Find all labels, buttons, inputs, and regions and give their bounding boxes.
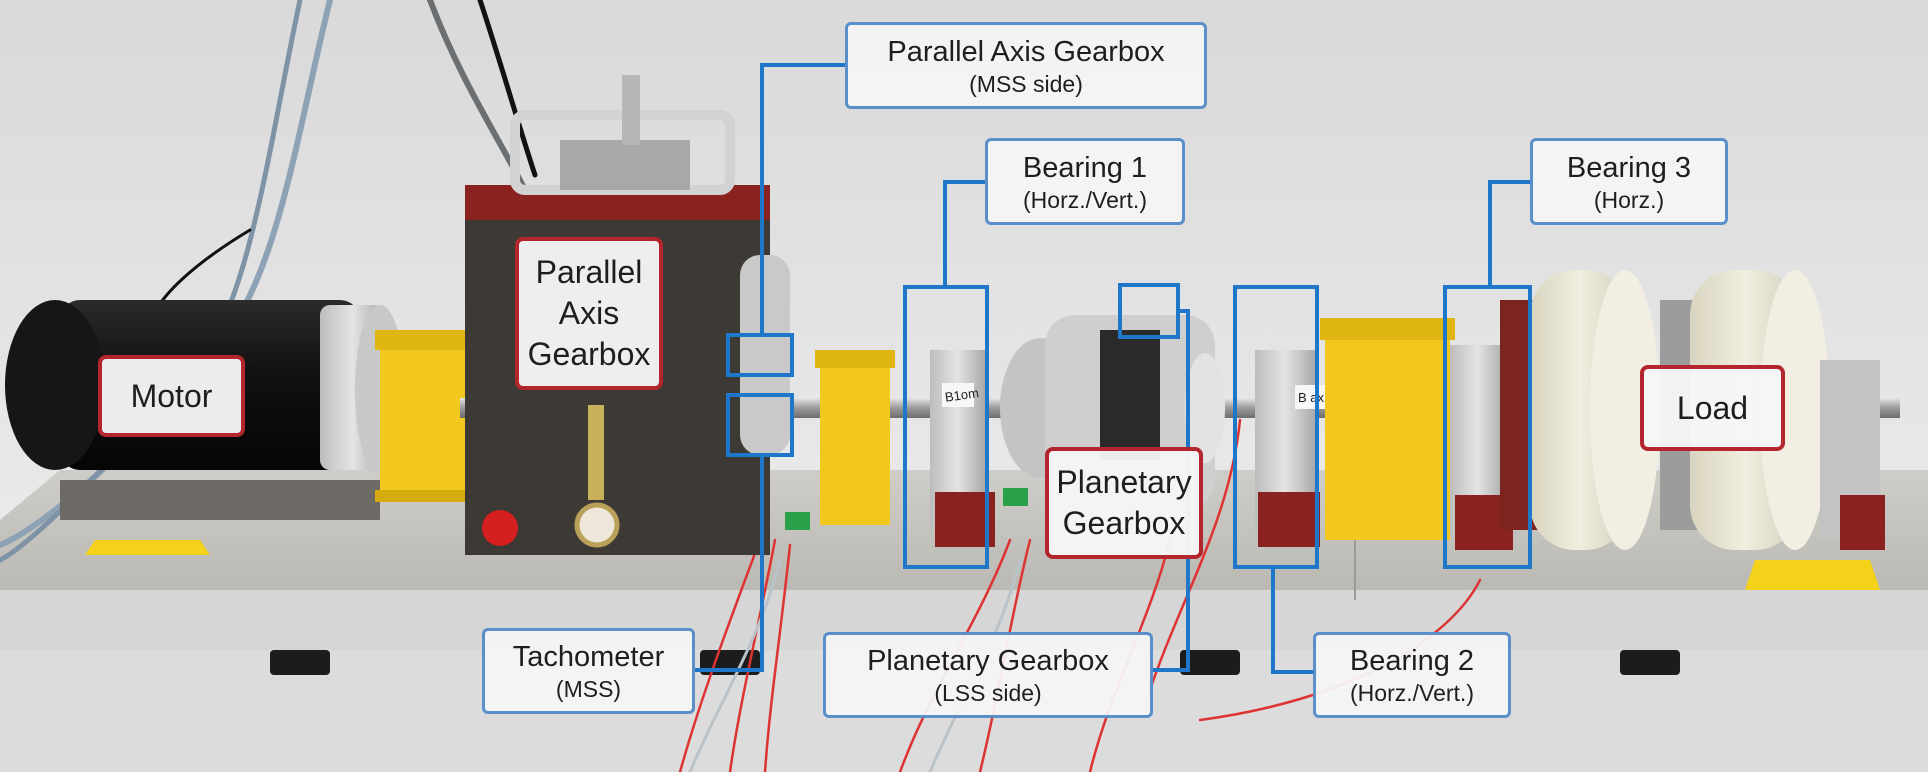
load-end-red xyxy=(1840,495,1885,550)
line-tachometer xyxy=(695,455,764,672)
load-label: Load xyxy=(1640,365,1785,451)
line-bearing-3 xyxy=(1488,180,1530,287)
planetary-window xyxy=(1100,330,1160,460)
bearing-2-title: Bearing 2 xyxy=(1349,645,1475,677)
planetary-gearbox-lss-callout: Planetary Gearbox (LSS side) xyxy=(823,632,1153,718)
parallel-axis-gearbox-label-line-3: Gearbox xyxy=(527,336,651,372)
parallel-axis-gearbox-mss-title: Parallel Axis Gearbox xyxy=(887,35,1165,68)
bearing-2-sticker: B ax xyxy=(1298,390,1325,405)
box-bearing-3 xyxy=(1443,285,1532,569)
parallel-axis-gearbox-mss-detail: (MSS side) xyxy=(969,70,1083,97)
oil-level-tube xyxy=(588,405,604,500)
planetary-gearbox-lss-detail: (LSS side) xyxy=(934,680,1042,706)
bearing-1-detail: (Horz./Vert.) xyxy=(1023,186,1147,213)
planetary-gearbox-label: Planetary Gearbox xyxy=(1045,447,1203,559)
bearing-2-housing: B ax xyxy=(1255,350,1327,547)
motor-base-plate xyxy=(60,480,380,520)
bearing-2-detail: (Horz./Vert.) xyxy=(1350,680,1474,706)
parallel-axis-gearbox-label-line-2: Axis xyxy=(558,295,620,331)
bearing-3-detail: (Horz.) xyxy=(1593,186,1665,213)
warning-sticker-right xyxy=(1745,560,1880,590)
bearing-1-title: Bearing 1 xyxy=(1022,151,1148,184)
planetary-gearbox-label-line-1: Planetary xyxy=(1056,464,1192,500)
gearbox-side-cover xyxy=(740,255,790,455)
motor-label-text: Motor xyxy=(130,377,213,414)
parallel-axis-gearbox-label: Parallel Axis Gearbox xyxy=(515,237,663,390)
tachometer-title: Tachometer xyxy=(512,641,665,673)
box-bearing-2 xyxy=(1233,285,1319,569)
coupling-guard-1 xyxy=(375,330,475,502)
bearing-1-sticker: B1om xyxy=(944,385,980,405)
bearing-2-callout: Bearing 2 (Horz./Vert.) xyxy=(1313,632,1511,718)
motor-rear-cap xyxy=(5,300,105,470)
parallel-axis-gearbox-label-line-1: Parallel xyxy=(535,254,643,290)
oil-gauge xyxy=(574,502,620,548)
load-cell xyxy=(560,140,690,190)
coupling-guard-3 xyxy=(1320,318,1455,540)
planetary-gearbox-label-line-2: Gearbox xyxy=(1062,505,1186,541)
planetary-output-flange xyxy=(1185,353,1225,463)
drain-valve xyxy=(482,510,518,546)
warning-sticker-left xyxy=(85,540,210,555)
brake-disc-2-face xyxy=(1760,270,1830,550)
planetary-gearbox-lss-title: Planetary Gearbox xyxy=(867,645,1109,677)
load-cell-bolt xyxy=(622,75,640,145)
tachometer-callout: Tachometer (MSS) xyxy=(482,628,695,714)
brake-disc-1-face xyxy=(1590,270,1660,550)
bearing-1-callout: Bearing 1 (Horz./Vert.) xyxy=(985,138,1185,225)
terminal-block-2 xyxy=(1003,488,1028,506)
bearing-3-title: Bearing 3 xyxy=(1566,151,1692,184)
parallel-axis-gearbox-mss-callout: Parallel Axis Gearbox (MSS side) xyxy=(845,22,1207,109)
line-bearing-1 xyxy=(943,180,985,287)
bearing-3-housing xyxy=(1450,345,1513,550)
terminal-block-1 xyxy=(785,512,810,530)
motor-label: Motor xyxy=(98,355,245,437)
load-brake-unit xyxy=(1500,270,1885,550)
line-parallel-mss xyxy=(760,63,845,335)
bearing-3-callout: Bearing 3 (Horz.) xyxy=(1530,138,1728,225)
line-bearing-2 xyxy=(1271,567,1313,674)
coupling-guard-2 xyxy=(815,350,895,525)
load-label-text: Load xyxy=(1676,389,1749,426)
tachometer-detail: (MSS) xyxy=(555,676,622,702)
